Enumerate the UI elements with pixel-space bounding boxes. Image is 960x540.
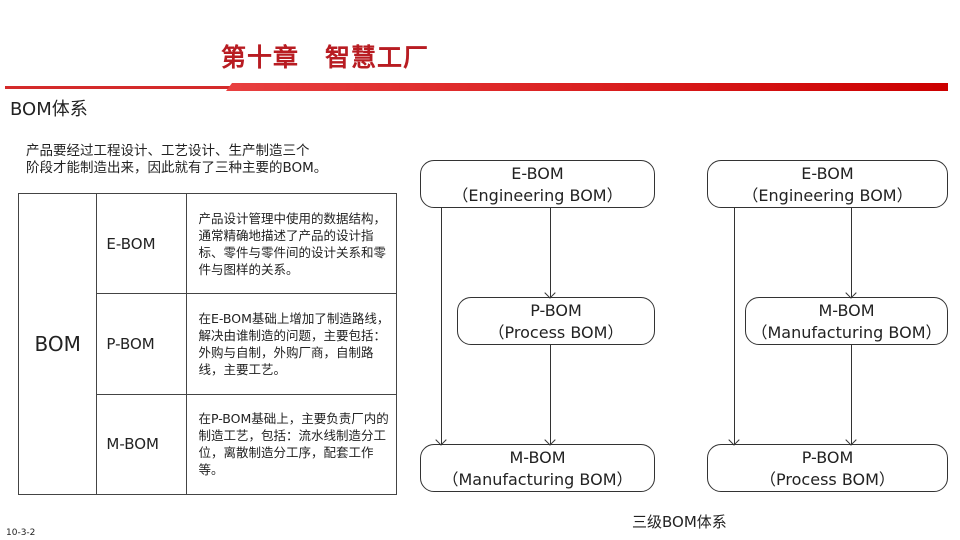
node-sublabel: （Engineering BOM）	[742, 186, 913, 205]
bom-root-cell: BOM	[17, 193, 98, 495]
arrow-line	[550, 345, 551, 444]
intro-text: 产品要经过工程设计、工艺设计、生产制造三个 阶段才能制造出来，因此就有了三种主要…	[26, 143, 406, 177]
node-label: E-BOM	[511, 164, 564, 183]
table-row: BOM E-BOM 产品设计管理中使用的数据结构，通常精确地描述了产品的设计指标…	[17, 192, 397, 495]
diagram1-ebom-node: E-BOM （Engineering BOM）	[420, 160, 655, 208]
node-sublabel: （Process BOM）	[488, 323, 624, 342]
node-label: M-BOM	[509, 448, 566, 467]
diagram2-pbom-node: P-BOM （Process BOM）	[707, 444, 948, 492]
bom-type-cell: E-BOM	[96, 192, 188, 295]
header-divider-thin	[5, 86, 233, 89]
node-label: E-BOM	[801, 164, 854, 183]
bom-desc-cell: 在E-BOM基础上增加了制造路线，解决由谁制造的问题，主要包括：外购与自制，外购…	[186, 293, 397, 395]
bom-desc-cell: 在P-BOM基础上，主要负责厂内的制造工艺，包括：流水线制造分工位，离散制造分工…	[186, 393, 397, 496]
bom-type-cell: P-BOM	[96, 293, 188, 395]
arrow-line	[550, 208, 551, 297]
node-sublabel: （Manufacturing BOM）	[751, 323, 942, 342]
node-label: P-BOM	[530, 301, 582, 320]
node-sublabel: （Manufacturing BOM）	[442, 470, 633, 489]
header-divider-thick	[226, 83, 948, 91]
node-sublabel: （Engineering BOM）	[452, 186, 623, 205]
diagram1-pbom-node: P-BOM （Process BOM）	[457, 297, 655, 345]
arrow-line	[734, 208, 735, 444]
node-label: M-BOM	[818, 301, 875, 320]
bom-table: BOM E-BOM 产品设计管理中使用的数据结构，通常精确地描述了产品的设计指标…	[17, 192, 397, 496]
node-sublabel: （Process BOM）	[760, 470, 895, 489]
table-row: M-BOM 在P-BOM基础上，主要负责厂内的制造工艺，包括：流水线制造分工位，…	[19, 393, 397, 496]
diagram2-mbom-node: M-BOM （Manufacturing BOM）	[745, 297, 948, 345]
node-label: P-BOM	[801, 448, 854, 467]
arrow-line	[441, 208, 442, 444]
arrow-line	[851, 345, 852, 444]
intro-line: 阶段才能制造出来，因此就有了三种主要的BOM。	[26, 160, 328, 176]
arrow-line	[851, 208, 852, 297]
diagram1-mbom-node: M-BOM （Manufacturing BOM）	[420, 444, 655, 492]
chapter-title: 第十章 智慧工厂	[220, 43, 429, 72]
table-row: P-BOM 在E-BOM基础上增加了制造路线，解决由谁制造的问题，主要包括：外购…	[19, 293, 397, 395]
section-title: BOM体系	[10, 99, 88, 120]
bom-type-cell: M-BOM	[96, 393, 188, 496]
diagram-caption: 三级BOM体系	[632, 513, 727, 531]
bom-desc-cell: 产品设计管理中使用的数据结构，通常精确地描述了产品的设计指标、零件与零件间的设计…	[186, 192, 397, 295]
diagram2-ebom-node: E-BOM （Engineering BOM）	[707, 160, 948, 208]
page-number: 10-3-2	[6, 528, 36, 538]
intro-line: 产品要经过工程设计、工艺设计、生产制造三个	[26, 143, 310, 159]
